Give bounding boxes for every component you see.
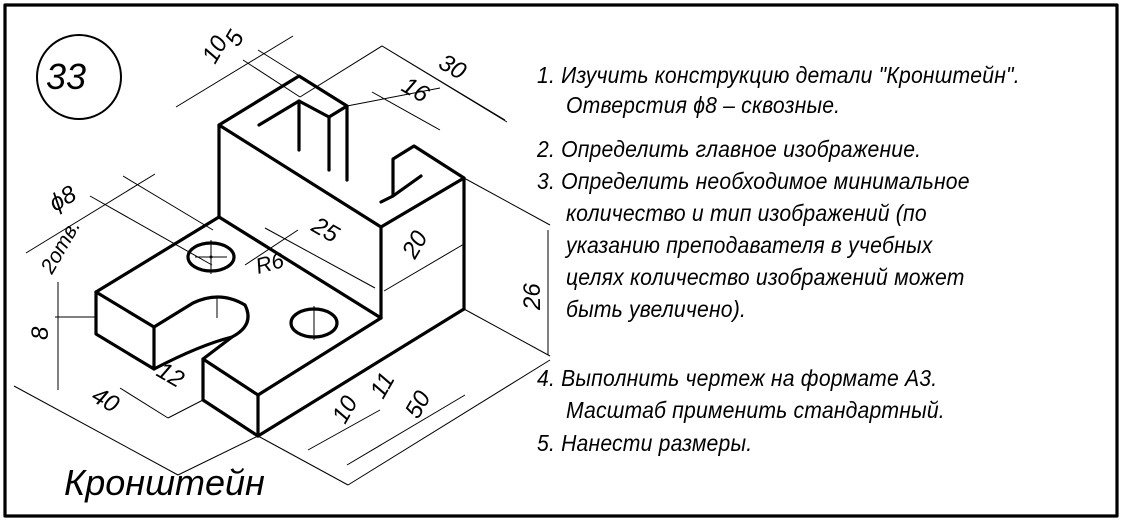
card-number-circle (36, 34, 122, 120)
task-5: 5. Нанести размеры. (537, 430, 753, 456)
task-1-cont: Отверстия ϕ8 – сквозные. (566, 92, 841, 118)
dim-r6: R6 (253, 247, 287, 279)
dim-8: 8 (27, 326, 54, 340)
dim-50: 50 (400, 386, 437, 423)
dim-11: 11 (365, 368, 401, 403)
dim-12: 12 (152, 357, 189, 394)
dim-25: 25 (306, 211, 344, 249)
task-3-line5: быть увеличено). (566, 296, 747, 322)
task-2: 2. Определить главное изображение. (537, 136, 922, 162)
dim-holes: 2отв. (36, 216, 85, 278)
dim-40: 40 (87, 382, 124, 419)
dimension-lines (13, 35, 551, 486)
task-3: 3. Определить необходимое минимальное (537, 168, 970, 194)
sheet-border (3, 3, 1119, 518)
dimension-labels: 10 5 30 16 ϕ8 2отв. 25 20 R6 26 8 12 40 … (27, 25, 546, 428)
part-title: Кронштейн (64, 462, 265, 503)
dim-16: 16 (397, 72, 434, 109)
task-3-line3: указанию преподавателя в учебных (566, 232, 933, 258)
task-1: 1. Изучить конструкцию детали "Кронштейн… (537, 62, 1020, 88)
dim-26: 26 (519, 283, 546, 311)
dim-20: 20 (396, 226, 434, 264)
task-4-cont: Масштаб применить стандартный. (566, 397, 945, 423)
card-number: 33 (46, 56, 87, 97)
task-3-line2: количество и тип изображений (по (566, 200, 927, 226)
task-3-line4: целях количество изображений может (566, 264, 965, 290)
dim-phi8: ϕ8 (45, 180, 82, 217)
task-4: 4. Выполнить чертеж на формате А3. (537, 365, 938, 391)
